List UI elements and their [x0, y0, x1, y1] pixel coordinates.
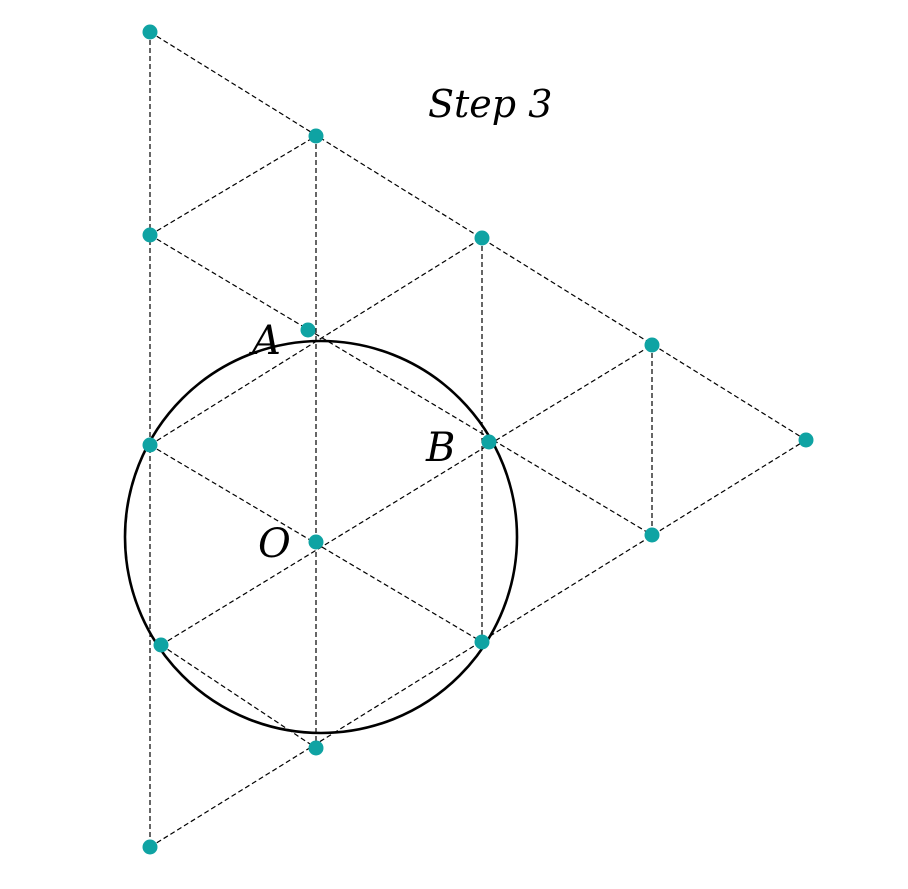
- lattice-points: [142, 24, 814, 855]
- label-a: A: [248, 318, 281, 364]
- point-a: [300, 322, 316, 338]
- point-upper-2: [474, 230, 490, 246]
- label-b: B: [425, 425, 455, 471]
- point-left-2: [142, 437, 158, 453]
- point-b: [481, 434, 497, 450]
- point-bottom: [142, 839, 158, 855]
- lattice-rising-1: [149, 135, 317, 236]
- label-o: O: [258, 521, 291, 567]
- point-lower-1: [308, 740, 324, 756]
- point-top: [142, 24, 158, 40]
- lattice-falling-1: [149, 234, 653, 536]
- dashed-lattice: [149, 31, 807, 848]
- step-title: Step 3: [428, 82, 552, 126]
- point-right-tip: [798, 432, 814, 448]
- point-upper-1: [308, 128, 324, 144]
- point-left-1: [142, 227, 158, 243]
- circle: [123, 339, 519, 735]
- point-right-1: [644, 337, 660, 353]
- point-lower-2: [474, 634, 490, 650]
- point-o: [308, 534, 324, 550]
- point-left-3: [153, 637, 169, 653]
- point-lower-right: [644, 527, 660, 543]
- lattice-falling-3: [160, 644, 317, 749]
